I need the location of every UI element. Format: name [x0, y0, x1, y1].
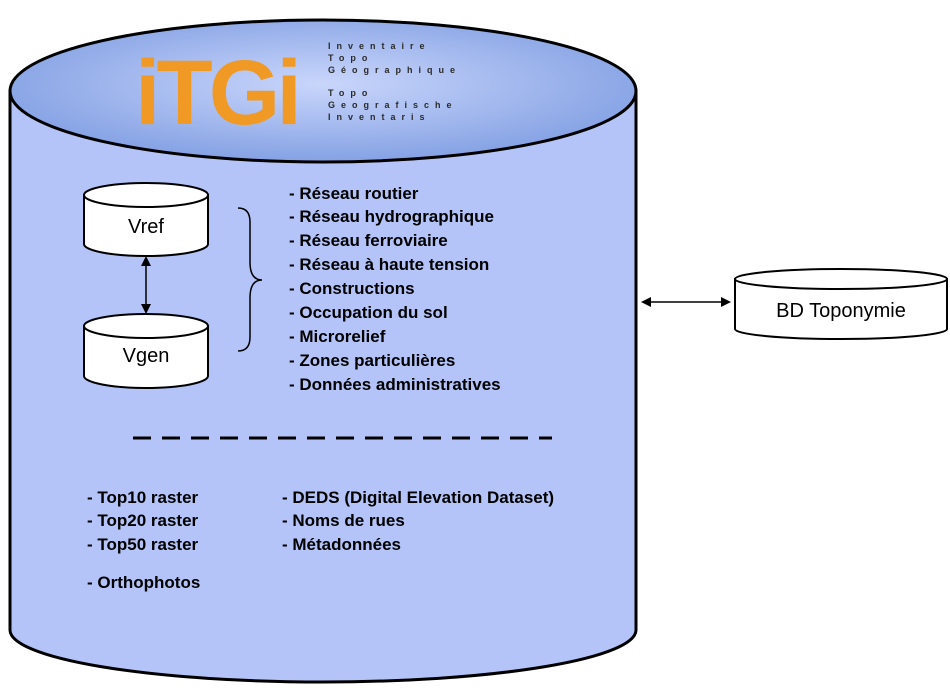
theme-item: - Réseau à haute tension — [289, 255, 489, 274]
other-data-list: - DEDS (Digital Elevation Dataset) - Nom… — [282, 488, 554, 554]
itgi-logo: iTGi Inventaire Topo Géographique Topo G… — [135, 41, 461, 144]
vgen-cylinder: Vgen — [83, 313, 209, 389]
other-data-item: - DEDS (Digital Elevation Dataset) — [282, 488, 554, 507]
tagline-nl-1: Topo — [328, 88, 373, 98]
main-cylinder-top — [8, 18, 638, 164]
theme-item: - Occupation du sol — [289, 303, 448, 322]
vgen-label: Vgen — [123, 345, 170, 367]
theme-item: - Constructions — [289, 279, 415, 298]
toponymie-double-arrow — [641, 297, 731, 307]
other-data-item: - Noms de rues — [282, 511, 405, 530]
theme-list: - Réseau routier - Réseau hydrographique… — [289, 184, 501, 394]
vref-cylinder: Vref — [83, 182, 209, 257]
tagline-fr-2: Topo — [328, 53, 373, 63]
theme-item: - Réseau routier — [289, 184, 419, 203]
orthophotos-item: - Orthophotos — [87, 573, 200, 592]
bd-toponymie-cylinder: BD Toponymie — [734, 268, 948, 340]
bd-toponymie-label: BD Toponymie — [776, 300, 906, 322]
curly-brace — [237, 207, 263, 352]
theme-item: - Réseau ferroviaire — [289, 231, 448, 250]
other-data-item: - Métadonnées — [282, 535, 401, 554]
tagline-nl-2: Geografische — [328, 100, 458, 110]
theme-item: - Zones particulières — [289, 351, 455, 370]
raster-list: - Top10 raster - Top20 raster - Top50 ra… — [87, 488, 200, 592]
raster-item: - Top20 raster — [87, 511, 199, 530]
raster-item: - Top50 raster — [87, 535, 199, 554]
theme-item: - Données administratives — [289, 375, 501, 394]
theme-item: - Réseau hydrographique — [289, 207, 494, 226]
tagline-fr-1: Inventaire — [328, 41, 431, 51]
raster-item: - Top10 raster — [87, 488, 199, 507]
logo-text: iTGi — [135, 42, 298, 144]
vref-vgen-double-arrow — [141, 256, 151, 314]
theme-item: - Microrelief — [289, 327, 386, 346]
tagline-nl-3: Inventaris — [328, 112, 431, 122]
vref-label: Vref — [128, 216, 164, 238]
tagline-fr-3: Géographique — [328, 65, 461, 75]
